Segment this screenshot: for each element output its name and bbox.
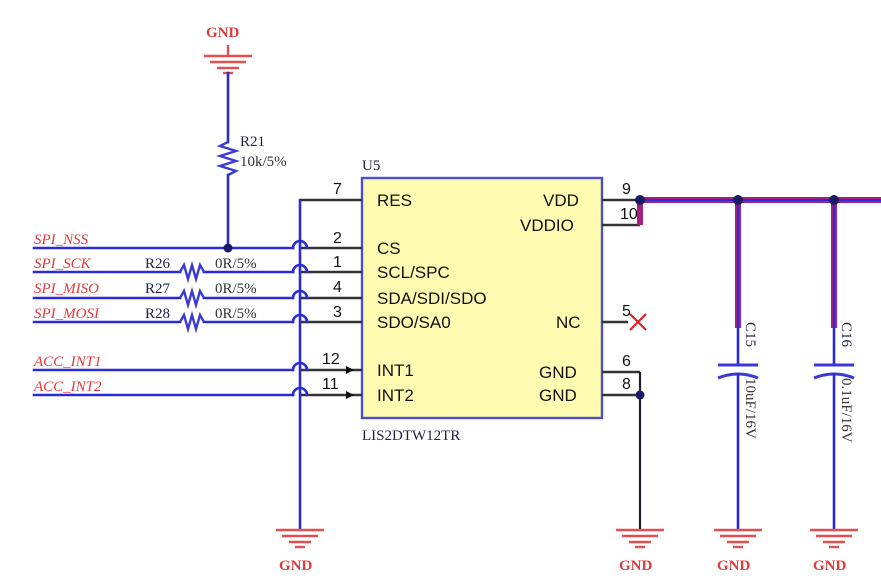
pin-name-scl: SCL/SPC <box>377 263 450 282</box>
gnd-label-c16: GND <box>813 558 847 574</box>
vdd-power-rail <box>637 197 881 328</box>
gnd-label-left: GND <box>279 558 313 574</box>
junction-c15 <box>733 195 743 205</box>
r21-ref: R21 <box>240 134 265 150</box>
junction-gnd-8 <box>635 390 645 400</box>
pin-name-gnd-8: GND <box>539 386 577 405</box>
pin-num-int2: 11 <box>322 376 339 393</box>
capacitor-c15 <box>717 326 759 532</box>
c16-ref: C16 <box>838 322 854 348</box>
pin-name-gnd-6: GND <box>539 363 577 382</box>
net-label-spi-mosi: SPI_MOSI <box>34 306 100 322</box>
pin-name-int2: INT2 <box>377 386 414 405</box>
gnd-label-ic: GND <box>619 558 653 574</box>
pin-num-nc: 5 <box>622 303 631 320</box>
spi-nets <box>32 246 295 397</box>
gnd-symbol-r21: GND <box>204 25 252 75</box>
no-connect-marker <box>629 313 647 331</box>
gnd-symbol-ic <box>616 528 664 549</box>
gnd-symbol-left <box>276 528 324 549</box>
junction-c16 <box>829 195 839 205</box>
pin-num-int1: 12 <box>322 351 340 368</box>
wire-crossings <box>291 239 309 397</box>
r27-ref: R27 <box>145 281 171 297</box>
net-label-acc-int2: ACC_INT2 <box>33 379 102 395</box>
resistor-r21 <box>215 140 241 177</box>
pin-name-vdd: VDD <box>543 191 579 210</box>
ic-right-pin-stubs <box>602 198 640 397</box>
net-label-spi-nss: SPI_NSS <box>34 232 89 248</box>
c15-ref: C15 <box>742 322 758 347</box>
pin-name-vddio: VDDIO <box>520 216 574 235</box>
pin-num-gnd-8: 8 <box>622 376 631 393</box>
r26-value: 0R/5% <box>215 256 257 272</box>
net-label-spi-miso: SPI_MISO <box>34 281 99 297</box>
pin-num-scl: 1 <box>333 254 342 271</box>
pin-num-vddio: 10 <box>620 206 638 223</box>
resistor-r26 <box>178 260 206 284</box>
pin-name-cs: CS <box>377 239 401 258</box>
pin-num-res: 7 <box>333 181 342 198</box>
pin-num-sda: 4 <box>333 279 342 296</box>
resistor-r27 <box>178 286 206 310</box>
capacitor-c16 <box>813 326 855 532</box>
r21-value: 10k/5% <box>240 154 287 170</box>
pin-name-sdo: SDO/SA0 <box>377 313 451 332</box>
r28-value: 0R/5% <box>215 306 257 322</box>
c15-value: 10uF/16V <box>742 378 758 439</box>
pin-num-cs: 2 <box>333 230 342 247</box>
r26-ref: R26 <box>145 256 171 272</box>
r28-ref: R28 <box>145 306 170 322</box>
gnd-label-top: GND <box>206 25 240 41</box>
pin-num-sdo: 3 <box>333 304 342 321</box>
r27-value: 0R/5% <box>215 281 257 297</box>
gnd-symbol-c15 <box>714 528 762 549</box>
pin-num-vdd: 9 <box>622 181 631 198</box>
resistor-r28 <box>178 310 206 334</box>
ic-left-pin-stubs <box>300 198 362 399</box>
c16-value: 0.1uF/16V <box>838 378 854 443</box>
ic-ref: U5 <box>362 158 380 174</box>
gnd-label-c15: GND <box>717 558 751 574</box>
pin-num-gnd-6: 6 <box>622 353 631 370</box>
pin-name-res: RES <box>377 191 412 210</box>
pin-name-nc: NC <box>556 313 581 332</box>
net-label-spi-sck: SPI_SCK <box>34 256 92 272</box>
junction-r21-cs <box>223 243 233 253</box>
pin-name-int1: INT1 <box>377 361 414 380</box>
junction-vdd <box>635 195 645 205</box>
gnd-symbol-c16 <box>810 528 858 549</box>
pin-name-sda: SDA/SDI/SDO <box>377 289 487 308</box>
net-label-acc-int1: ACC_INT1 <box>33 354 102 370</box>
ic-part-number: LIS2DTW12TR <box>362 428 460 444</box>
